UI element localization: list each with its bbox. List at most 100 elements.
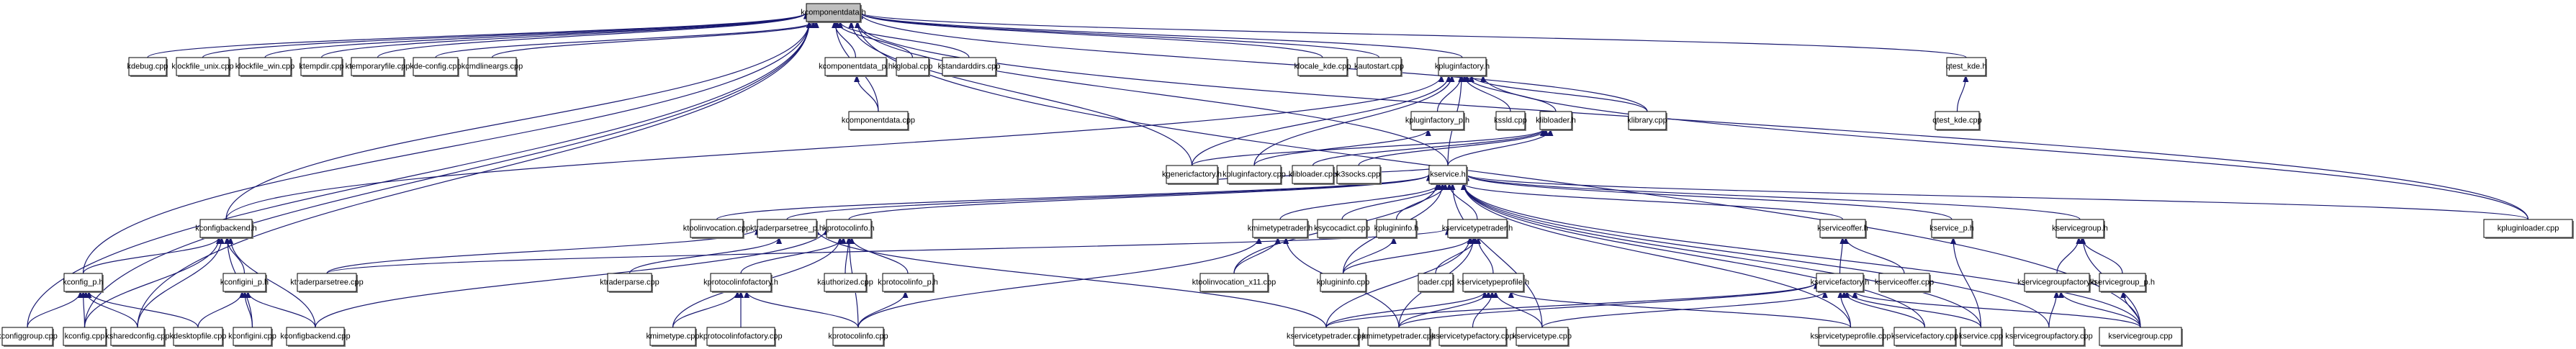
node-box[interactable] [1539,111,1572,130]
node-kconfigini-p-h[interactable]: kconfigini_p.h [220,273,269,293]
node-kgenericfactory-h[interactable]: kgenericfactory.h [1162,165,1222,185]
node-kpluginfactory-p-h[interactable]: kpluginfactory_p.h [1405,111,1469,131]
node-box[interactable] [1462,273,1524,292]
node-kconfigini-cpp[interactable]: kconfigini.cpp [228,327,276,347]
node-ktemporaryfile-cpp[interactable]: ktemporaryfile.cpp [346,57,410,77]
node-kpluginfactory-h[interactable]: kpluginfactory.h [1435,57,1490,77]
node-kprotocolinfo-cpp[interactable]: kprotocolinfo.cpp [828,327,888,347]
node-box[interactable] [2099,273,2146,292]
node-box[interactable] [1628,111,1667,130]
node-box[interactable] [1935,111,1980,130]
node-kservicegroup-cpp[interactable]: kservicegroup.cpp [2099,327,2183,347]
node-box[interactable] [2055,219,2104,238]
node-loader-cpp[interactable]: loader.cpp [1418,273,1454,293]
node-box[interactable] [128,57,167,76]
node-box[interactable] [848,111,909,130]
node-k3socks-cpp[interactable]: k3socks.cpp [1336,165,1382,185]
node-ktempdir-cpp[interactable]: ktempdir.cpp [299,57,344,77]
node-kmimetype-cpp[interactable]: kmimetype.cpp [647,327,700,347]
node-kdesktopfile-cpp[interactable]: kdesktopfile.cpp [170,327,227,347]
node-box[interactable] [1428,165,1467,184]
node-kconfigbackend-cpp[interactable]: kconfigbackend.cpp [280,327,351,347]
node-box[interactable] [1818,327,1883,346]
node-box[interactable] [63,273,103,292]
node-box[interactable] [1516,327,1569,346]
node-kservicefactory-h[interactable]: kservicefactory.h [1811,273,1870,293]
node-ksycocadict-cpp[interactable]: ksycocadict.cpp [1314,219,1370,239]
node-qtest-kde-cpp[interactable]: qtest_kde.cpp [1932,111,1982,131]
node-kconfigbackend-h[interactable]: kconfigbackend.h [195,219,257,239]
node-box[interactable] [1960,327,2002,346]
node-box[interactable] [1166,165,1218,184]
node-kautostart-cpp[interactable]: kautostart.cpp [1354,57,1404,77]
node-klibloader-cpp[interactable]: klibloader.cpp [1289,165,1337,185]
node-box[interactable] [2099,327,2182,346]
node-box[interactable] [63,327,107,346]
node-box[interactable] [607,273,652,292]
node-kcomponentdata-p-h[interactable]: kcomponentdata_p.h [819,57,893,77]
node-box[interactable] [1931,219,1973,238]
node-box[interactable] [1946,57,1986,76]
node-box[interactable] [1320,273,1366,292]
node-kservicetypefactory-cpp[interactable]: kservicetypefactory.cpp [1431,327,1514,347]
node-ktraderparsetree-p-h[interactable]: ktraderparsetree_p.h [750,219,824,239]
node-klockfile-unix-cpp[interactable]: klockfile_unix.cpp [171,57,234,77]
node-box[interactable] [199,219,253,238]
node-box[interactable] [1336,165,1381,184]
node-kservice-cpp[interactable]: kservice.cpp [1959,327,2003,347]
node-kplugininfo-h[interactable]: kplugininfo.h [1374,219,1419,239]
node-box[interactable] [757,219,817,238]
node-kservicetypetrader-h[interactable]: kservicetypetrader.h [1442,219,1513,239]
node-klibloader-h[interactable]: klibloader.h [1536,111,1576,131]
node-box[interactable] [173,327,223,346]
node-box[interactable] [413,57,459,76]
node-kprotocolinfo-p-h[interactable]: kprotocolinfo_p.h [878,273,938,293]
node-kservicetypeprofile-cpp[interactable]: kservicetypeprofile.cpp [1811,327,1891,347]
node-box[interactable] [1367,327,1431,346]
node-klibrary-cpp[interactable]: klibrary.cpp [1627,111,1667,131]
node-box[interactable] [942,57,996,76]
node-box[interactable] [826,219,872,238]
node-kconfig-p-h[interactable]: kconfig_p.h [63,273,104,293]
node-box[interactable] [1293,327,1359,346]
node-box[interactable] [896,57,929,76]
node-box[interactable] [2013,327,2085,346]
node-kplugininfo-cpp[interactable]: kplugininfo.cpp [1317,273,1369,293]
node-box[interactable] [233,327,272,346]
node-kservicegroupfactory-h[interactable]: kservicegroupfactory.h [2017,273,2097,293]
node-kserviceoffer-cpp[interactable]: kserviceoffer.cpp [1875,273,1934,293]
node-box[interactable] [1297,57,1348,76]
node-box[interactable] [1438,327,1507,346]
node-box[interactable] [467,57,517,76]
node-box[interactable] [1447,219,1508,238]
node-box[interactable] [1252,219,1308,238]
node-kconfiggroup-cpp[interactable]: kconfiggroup.cpp [0,327,58,347]
node-box[interactable] [110,327,165,346]
node-kservicefactory-cpp[interactable]: kservicefactory.cpp [1891,327,1958,347]
node-kserviceoffer-h[interactable]: kserviceoffer.h [1817,219,1868,239]
node-box[interactable] [1438,57,1487,76]
node-box[interactable] [1495,111,1526,130]
node-kglobal-cpp[interactable]: kglobal.cpp [893,57,933,77]
node-box[interactable] [832,327,884,346]
node-ktoolinvocation-cpp[interactable]: ktoolinvocation.cpp [683,219,751,239]
node-box[interactable] [1376,219,1417,238]
node-kmimetypetrader-h[interactable]: kmimetypetrader.h [1248,219,1312,239]
node-kservice-h[interactable]: kservice.h [1428,165,1468,185]
node-kpluginloader-cpp[interactable]: kpluginloader.cpp [2483,219,2574,239]
node-ktoolinvocation-x11-cpp[interactable]: ktoolinvocation_x11.cpp [1192,273,1276,293]
node-box[interactable] [806,3,861,22]
node-kdebug-cpp[interactable]: kdebug.cpp [127,57,168,77]
node-box[interactable] [297,273,357,292]
node-kprotocolinfo-h[interactable]: kprotocolinfo.h [823,219,875,239]
node-box[interactable] [1199,273,1269,292]
node-box[interactable] [1819,219,1866,238]
node-box[interactable] [1317,219,1367,238]
node-box[interactable] [706,327,775,346]
node-kconfig-cpp[interactable]: kconfig.cpp [63,327,107,347]
node-kservicegroup-p-h[interactable]: kservicegroup_p.h [2090,273,2155,293]
node-kstandarddirs-cpp[interactable]: kstandarddirs.cpp [938,57,1001,77]
node-kcomponentdata-h[interactable]: kcomponentdata.h [801,3,866,23]
node-kservicegroup-h[interactable]: kservicegroup.h [2052,219,2108,239]
node-box[interactable] [882,273,934,292]
